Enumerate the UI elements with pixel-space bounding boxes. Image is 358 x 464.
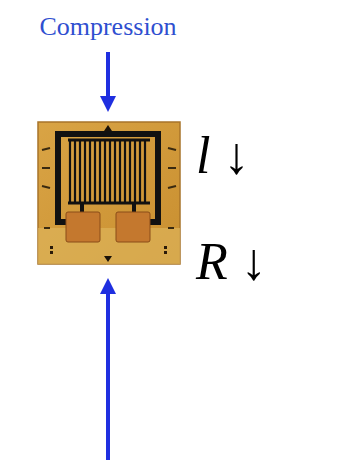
force-arrow <box>106 286 110 460</box>
strain-gauge <box>38 122 180 264</box>
grid-line <box>104 140 106 203</box>
quantity-label: l ↓ <box>196 130 249 182</box>
grid-line <box>69 140 71 203</box>
grid-line <box>144 140 146 203</box>
grid-line <box>114 140 116 203</box>
grid-line <box>109 140 111 203</box>
grid-line <box>99 140 101 203</box>
grid-line <box>139 140 141 203</box>
grid-line <box>74 140 76 203</box>
grid-line <box>119 140 121 203</box>
title: Compression <box>0 12 216 42</box>
quantity-label: R ↓ <box>196 236 267 288</box>
grid-line <box>129 140 131 203</box>
force-arrow <box>106 52 110 104</box>
grid-line <box>134 140 136 203</box>
grid-line <box>89 140 91 203</box>
grid-line <box>94 140 96 203</box>
grid-line <box>124 140 126 203</box>
grid-line <box>79 140 81 203</box>
grid-line <box>84 140 86 203</box>
